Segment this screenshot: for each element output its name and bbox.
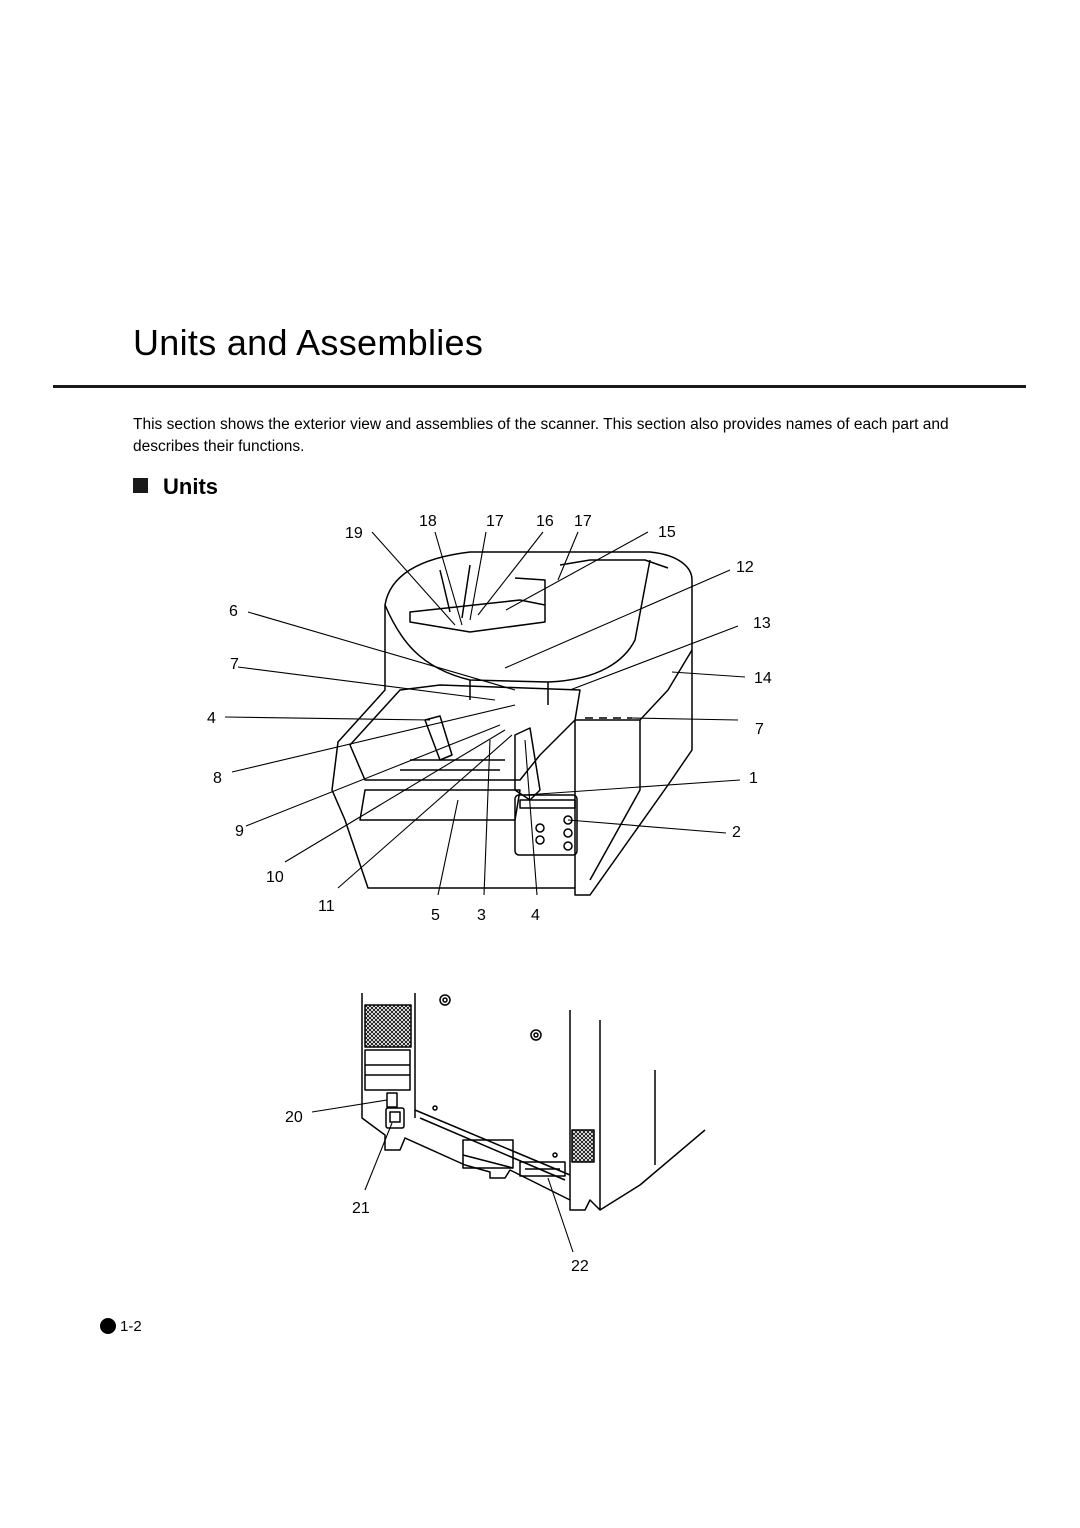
front-recess	[349, 684, 581, 781]
callout-17-right: 17	[574, 513, 592, 530]
bullet-dot-icon	[100, 1318, 116, 1334]
square-bullet-icon	[133, 478, 148, 493]
callout-4-left: 4	[207, 710, 216, 727]
callout-6: 6	[229, 603, 238, 620]
scanner-body-outline	[331, 551, 693, 896]
rear-cover-plate	[462, 1139, 514, 1169]
callout-18: 18	[419, 513, 437, 530]
paper-guide-left	[424, 715, 453, 761]
callout-21: 21	[352, 1200, 370, 1217]
top-cover	[384, 559, 651, 683]
callout-2: 2	[732, 824, 741, 841]
rear-leader-lines	[311, 1099, 574, 1253]
callout-5: 5	[431, 907, 440, 924]
ac-inlet	[385, 1107, 405, 1129]
rear-body-outline	[361, 993, 706, 1211]
side-panel	[575, 649, 693, 721]
callout-9: 9	[235, 823, 244, 840]
callout-4-bottom: 4	[531, 907, 540, 924]
power-switch	[386, 1092, 398, 1108]
paper-chute	[359, 789, 521, 821]
scanner-rear-illustration	[361, 993, 706, 1211]
callout-22: 22	[571, 1258, 589, 1275]
page-number: 1-2	[120, 1318, 142, 1335]
interface-connector	[519, 1161, 566, 1177]
callout-17-left: 17	[486, 513, 504, 530]
hopper-tray	[409, 599, 546, 633]
callout-14: 14	[754, 670, 772, 687]
title-rule	[53, 385, 1026, 388]
operator-panel	[514, 794, 578, 856]
callout-7-left: 7	[230, 656, 239, 673]
callout-20: 20	[285, 1109, 303, 1126]
callout-16: 16	[536, 513, 554, 530]
callout-1: 1	[749, 770, 758, 787]
page-footer: 1-2	[100, 1318, 142, 1335]
callout-13: 13	[753, 615, 771, 632]
scanner-front-illustration	[331, 551, 693, 896]
callout-12: 12	[736, 559, 754, 576]
front-leader-lines	[224, 531, 746, 896]
callout-8: 8	[213, 770, 222, 787]
callout-7-right: 7	[755, 721, 764, 738]
page-title: Units and Assemblies	[133, 322, 484, 363]
section-heading-label: Units	[163, 474, 218, 499]
rear-vent-right	[571, 1129, 595, 1163]
rear-vent-left	[364, 1004, 412, 1048]
intro-paragraph: This section shows the exterior view and…	[133, 416, 949, 455]
paper-guide-right	[514, 727, 541, 801]
callout-10: 10	[266, 869, 284, 886]
callout-11: 11	[318, 898, 335, 915]
callout-19: 19	[345, 525, 363, 542]
callout-3: 3	[477, 907, 486, 924]
section-heading-units: Units	[133, 474, 218, 500]
callout-15: 15	[658, 524, 676, 541]
